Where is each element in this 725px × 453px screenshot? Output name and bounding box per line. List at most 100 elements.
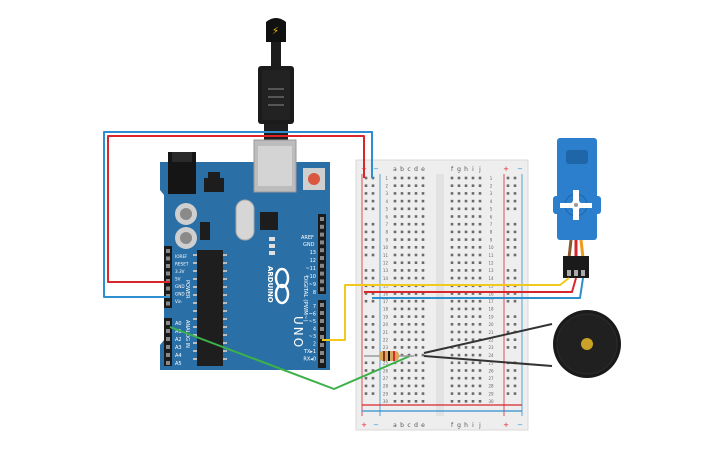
header-pin[interactable] [320, 279, 324, 284]
breadboard-hole[interactable] [450, 330, 454, 334]
header-pin[interactable] [320, 343, 324, 347]
breadboard-hole[interactable] [450, 323, 454, 326]
rail-hole[interactable] [513, 230, 517, 234]
rail-hole[interactable] [513, 346, 517, 349]
breadboard-hole[interactable] [464, 261, 468, 264]
breadboard-hole[interactable] [421, 346, 425, 349]
breadboard-hole[interactable] [414, 292, 418, 295]
breadboard-hole[interactable] [400, 238, 404, 241]
breadboard-hole[interactable] [457, 176, 461, 180]
breadboard-hole[interactable] [464, 338, 468, 341]
breadboard-hole[interactable] [393, 176, 397, 180]
rail-hole[interactable] [506, 184, 510, 187]
rail-hole[interactable] [371, 292, 375, 295]
breadboard-hole[interactable] [414, 238, 418, 241]
rail-hole[interactable] [371, 207, 375, 211]
rail-hole[interactable] [371, 323, 375, 326]
breadboard-hole[interactable] [421, 292, 425, 295]
breadboard-hole[interactable] [471, 230, 475, 234]
breadboard-hole[interactable] [450, 307, 454, 311]
header-pin[interactable] [320, 240, 324, 245]
rail-hole[interactable] [506, 207, 510, 211]
rail-hole[interactable] [506, 323, 510, 326]
header-pin[interactable] [166, 337, 170, 341]
breadboard-hole[interactable] [414, 376, 418, 380]
breadboard-hole[interactable] [407, 192, 411, 195]
breadboard-hole[interactable] [457, 400, 461, 403]
breadboard-hole[interactable] [457, 376, 461, 380]
rail-hole[interactable] [513, 222, 517, 226]
breadboard-hole[interactable] [400, 361, 404, 365]
breadboard-hole[interactable] [407, 230, 411, 234]
breadboard-hole[interactable] [400, 176, 404, 180]
breadboard-hole[interactable] [400, 199, 404, 203]
rail-hole[interactable] [371, 253, 375, 257]
breadboard-hole[interactable] [471, 353, 475, 357]
breadboard-hole[interactable] [414, 276, 418, 280]
breadboard-hole[interactable] [471, 392, 475, 395]
breadboard-hole[interactable] [464, 369, 468, 372]
breadboard-hole[interactable] [393, 253, 397, 257]
breadboard-hole[interactable] [393, 222, 397, 226]
breadboard-hole[interactable] [457, 330, 461, 334]
breadboard-hole[interactable] [450, 315, 454, 318]
breadboard-hole[interactable] [478, 361, 482, 365]
breadboard-hole[interactable] [407, 199, 411, 203]
rail-hole[interactable] [371, 376, 375, 380]
header-pin[interactable] [166, 321, 170, 325]
breadboard-hole[interactable] [450, 238, 454, 241]
rail-hole[interactable] [371, 338, 375, 341]
breadboard-hole[interactable] [400, 369, 404, 372]
rail-hole[interactable] [506, 330, 510, 334]
breadboard-hole[interactable] [478, 238, 482, 241]
breadboard-hole[interactable] [414, 207, 418, 211]
breadboard-hole[interactable] [464, 269, 468, 272]
rail-hole[interactable] [506, 338, 510, 341]
rail-hole[interactable] [513, 192, 517, 195]
breadboard-hole[interactable] [471, 323, 475, 326]
rail-hole[interactable] [506, 269, 510, 272]
breadboard-hole[interactable] [464, 176, 468, 180]
breadboard-hole[interactable] [400, 222, 404, 226]
breadboard-hole[interactable] [421, 369, 425, 372]
breadboard-hole[interactable] [414, 184, 418, 187]
breadboard-hole[interactable] [421, 192, 425, 195]
breadboard-hole[interactable] [407, 207, 411, 211]
breadboard-hole[interactable] [450, 353, 454, 357]
rail-hole[interactable] [371, 392, 375, 395]
breadboard-hole[interactable] [421, 276, 425, 280]
breadboard-hole[interactable] [450, 192, 454, 195]
breadboard-hole[interactable] [478, 207, 482, 211]
breadboard-hole[interactable] [478, 269, 482, 272]
header-pin[interactable] [320, 351, 324, 355]
breadboard-hole[interactable] [407, 261, 411, 264]
breadboard-hole[interactable] [393, 346, 397, 349]
breadboard-hole[interactable] [393, 338, 397, 341]
rail-hole[interactable] [371, 330, 375, 334]
breadboard-hole[interactable] [407, 299, 411, 303]
breadboard-hole[interactable] [471, 246, 475, 249]
wire-5v-red[interactable] [107, 135, 365, 283]
breadboard-hole[interactable] [457, 346, 461, 349]
breadboard-hole[interactable] [421, 353, 425, 357]
breadboard-hole[interactable] [421, 330, 425, 334]
rail-hole[interactable] [364, 253, 368, 257]
breadboard-hole[interactable] [457, 199, 461, 203]
rail-hole[interactable] [506, 376, 510, 380]
breadboard-hole[interactable] [478, 400, 482, 403]
breadboard-hole[interactable] [407, 176, 411, 180]
breadboard-hole[interactable] [457, 323, 461, 326]
breadboard-hole[interactable] [457, 238, 461, 241]
breadboard-hole[interactable] [393, 307, 397, 311]
breadboard-hole[interactable] [478, 192, 482, 195]
breadboard-hole[interactable] [464, 276, 468, 280]
breadboard-hole[interactable] [400, 384, 404, 388]
breadboard-hole[interactable] [478, 315, 482, 318]
breadboard-hole[interactable] [414, 269, 418, 272]
breadboard-hole[interactable] [414, 346, 418, 349]
breadboard-hole[interactable] [407, 215, 411, 218]
breadboard-hole[interactable] [457, 230, 461, 234]
rail-hole[interactable] [513, 184, 517, 187]
wire-a0-green[interactable] [169, 326, 411, 390]
rail-hole[interactable] [513, 199, 517, 203]
